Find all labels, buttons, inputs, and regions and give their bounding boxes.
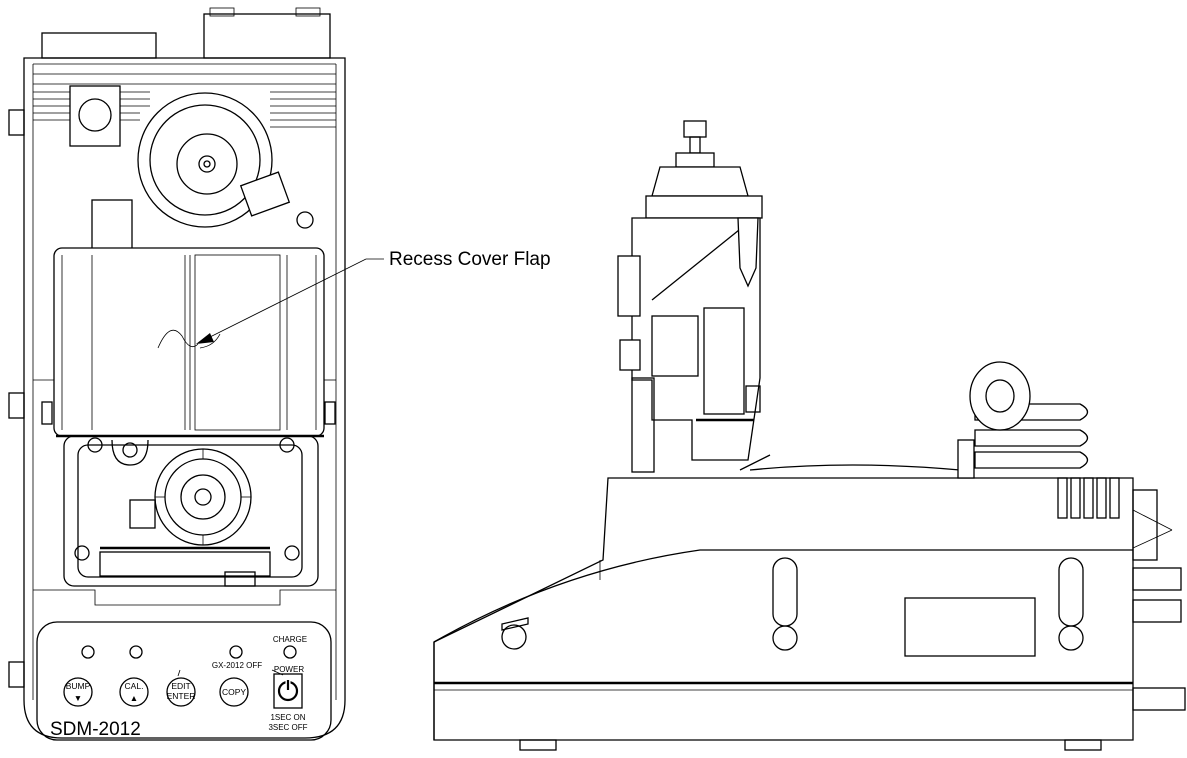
side-base [433, 477, 1134, 741]
side-tower [617, 120, 961, 473]
off-label: GX-2012 OFF [212, 661, 262, 670]
cover-assembly [33, 199, 336, 437]
svg-text:CAL.: CAL. [125, 681, 144, 691]
svg-text:EDIT: EDIT [171, 681, 190, 691]
pump-coil-top [137, 92, 314, 229]
power-note-line2: 3SEC OFF [268, 723, 307, 732]
side-tab [8, 109, 25, 136]
filter-housing [33, 434, 336, 606]
arrow-head-icon [196, 333, 214, 344]
down-arrow-icon: ▼ [74, 693, 82, 703]
power-label: POWER [274, 665, 304, 674]
recess-cover-flap-callout: Recess Cover Flap [196, 249, 551, 344]
side-connector [1132, 567, 1182, 591]
callout-label: Recess Cover Flap [389, 249, 551, 270]
side-tab [8, 661, 25, 688]
vent-grille [33, 73, 336, 128]
control-panel: CHARGE GX-2012 OFF POWER BUMP ▼ CAL. ▲ E… [36, 621, 332, 741]
svg-text:COPY: COPY [222, 687, 246, 697]
side-grille [1057, 477, 1120, 519]
side-connector [1132, 599, 1182, 623]
charge-led [283, 645, 297, 659]
side-slots [501, 557, 1084, 657]
pump-coil-side [957, 361, 1089, 479]
model-label: SDM-2012 [50, 719, 141, 740]
bump-button[interactable]: BUMP ▼ [63, 677, 93, 707]
power-note-line1: 1SEC ON [270, 713, 305, 722]
foot [519, 739, 557, 751]
charge-label: CHARGE [273, 635, 307, 644]
side-tab [8, 392, 25, 419]
power-icon [277, 679, 299, 702]
foot [1064, 739, 1102, 751]
front-body [23, 57, 346, 739]
label-plate [904, 597, 1036, 657]
top-connector-right [203, 13, 331, 59]
svg-text:ENTER: ENTER [167, 691, 196, 701]
top-connector-left [41, 32, 157, 59]
led-indicator [229, 645, 243, 659]
knob [78, 98, 112, 132]
cal-button[interactable]: CAL. ▲ [119, 677, 149, 707]
led-indicator [129, 645, 143, 659]
side-connector [1132, 687, 1186, 711]
power-button[interactable] [273, 673, 303, 709]
copy-button[interactable]: COPY [219, 677, 249, 707]
up-arrow-icon: ▲ [130, 693, 138, 703]
side-view [433, 120, 1186, 751]
front-view: CHARGE GX-2012 OFF POWER BUMP ▼ CAL. ▲ E… [8, 7, 346, 741]
svg-text:BUMP: BUMP [66, 681, 91, 691]
led-indicator [81, 645, 95, 659]
edit-enter-button[interactable]: EDIT ENTER [166, 677, 196, 707]
